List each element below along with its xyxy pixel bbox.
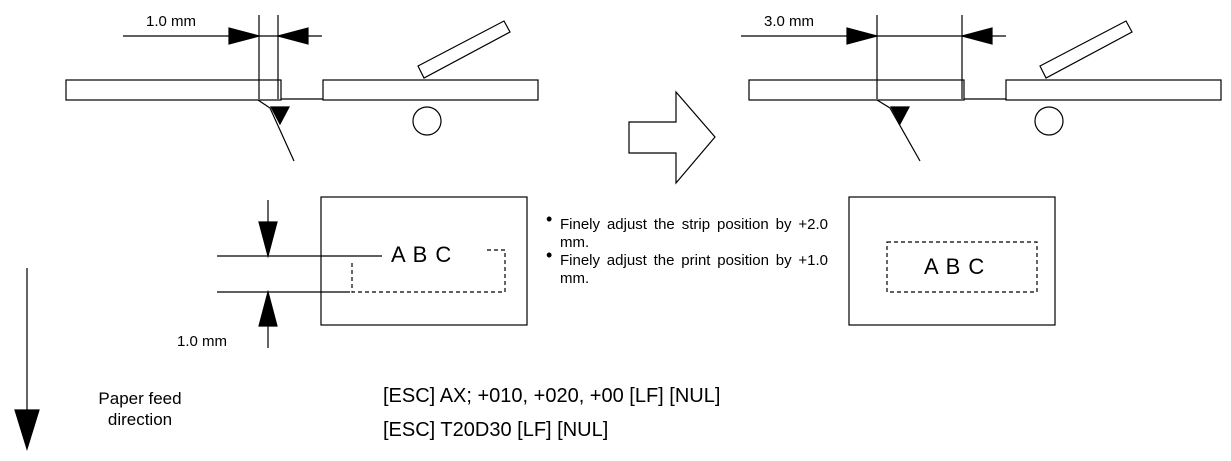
right-label-outline xyxy=(848,196,1056,326)
left-mechanism xyxy=(65,15,539,162)
right-label xyxy=(848,196,1056,326)
left-gap-label: 1.0 mm xyxy=(146,13,197,30)
right-label-letters: A B C xyxy=(924,254,986,279)
left-print-area-dashed xyxy=(351,249,506,293)
paper-feed-label: Paper feed direction xyxy=(98,389,182,429)
left-label xyxy=(217,196,528,348)
right-gap-label: 3.0 mm xyxy=(764,13,815,30)
right-print-area-dashed xyxy=(886,241,1038,293)
left-dim-arrow-left xyxy=(275,27,309,45)
right-dim-arrow-right xyxy=(846,27,880,45)
right-strip-plate xyxy=(748,79,965,101)
left-platen-plate xyxy=(322,79,539,101)
command-line: [ESC] T20D30 [LF] [NUL] xyxy=(383,419,609,441)
left-dim-arrow-right xyxy=(228,27,262,45)
right-dim-arrow-left xyxy=(959,27,993,45)
command-line: [ESC] AX; +010, +020, +00 [LF] [NUL] xyxy=(383,385,721,407)
note-item: Finely adjust the print position by +1.0… xyxy=(546,246,828,288)
right-mechanism xyxy=(741,15,1222,162)
left-sensor-triangle xyxy=(270,106,290,126)
left-label-letters: A B C xyxy=(387,242,457,268)
note-item: Finely adjust the strip position by +2.0… xyxy=(546,210,828,252)
adjustment-notes: Finely adjust the strip position by +2.0… xyxy=(546,210,828,288)
transition-block-arrow xyxy=(628,90,716,185)
right-sensor-triangle xyxy=(890,106,910,126)
right-print-head xyxy=(1039,20,1133,79)
left-offset-label: 1.0 mm xyxy=(177,333,228,350)
paper-feed-arrow-head xyxy=(14,409,40,452)
left-offset-arrow-down xyxy=(258,221,278,259)
right-paper-path xyxy=(876,99,921,162)
left-offset-arrow-up xyxy=(258,289,278,327)
left-paper-path xyxy=(257,99,295,162)
left-print-head xyxy=(417,20,511,79)
right-roller-circle xyxy=(1034,106,1064,136)
right-platen-plate xyxy=(1005,79,1222,101)
left-roller-circle xyxy=(412,106,442,136)
left-strip-plate xyxy=(65,79,282,101)
